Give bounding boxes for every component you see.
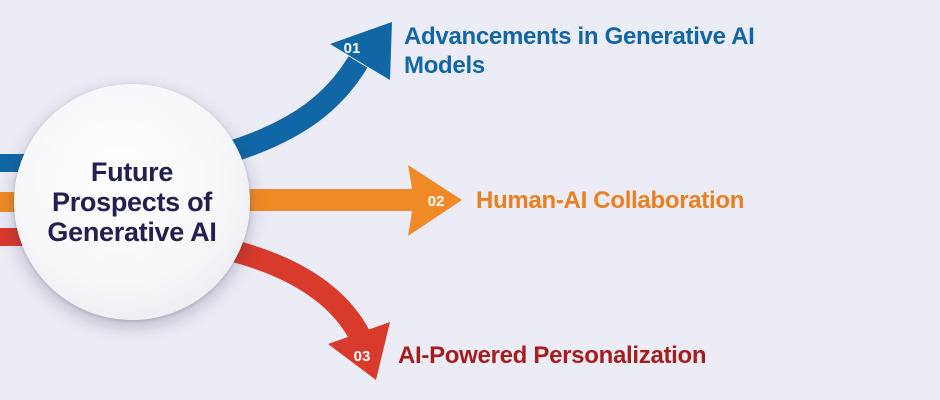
branch-label-03: AI-Powered Personalization [398,342,707,369]
branch-number-02: 02 [428,193,445,210]
hub-title: Future Prospects of Generative AI [47,157,217,247]
hub-circle: Future Prospects of Generative AI [14,84,250,320]
arrow-02: 02 [230,165,462,236]
branch-label-02: Human-AI Collaboration [476,187,745,214]
arrow-01: 01 [226,22,392,163]
branch-label-01: Advancements in Generative AI Models [404,23,755,79]
arrow-03: 03 [227,239,390,380]
branch-number-03: 03 [354,348,371,365]
branch-number-01: 01 [344,40,361,57]
